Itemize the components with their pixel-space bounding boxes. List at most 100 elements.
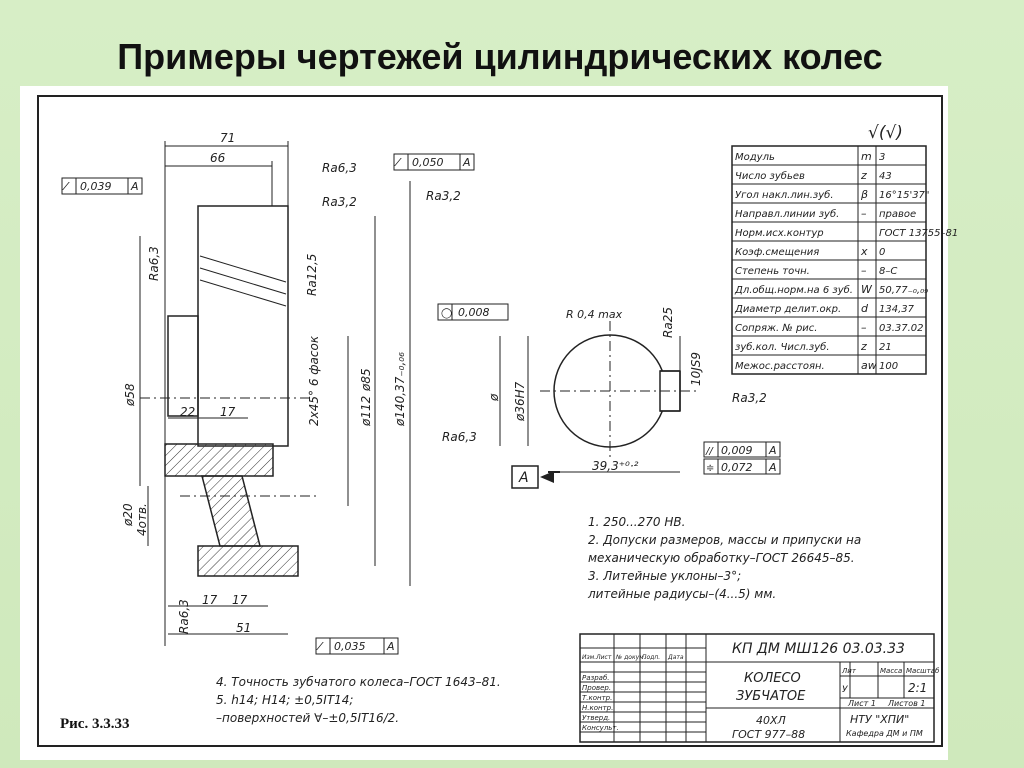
tol2-ref: A [462,156,471,169]
title-block-role-label: Консульт. [582,724,619,732]
gear-table-cell: m [861,150,872,163]
dim-d20: ø20 [121,503,135,527]
bore-view [499,321,700,473]
scale-label: Масштаб [906,667,940,675]
gear-table-cell: Дл.общ.норм.на 6 зуб. [734,284,853,296]
title-block-role-label: Т.контр. [582,694,612,702]
scale-value: 2:1 [908,681,927,695]
title-block-header-label: Подп. [642,654,660,661]
note-line: 4. Точность зубчатого колеса–ГОСТ 1643–8… [216,675,501,689]
tolerance-frame-2: ⁄ 0,050 A [393,153,475,171]
gear-table-cell: Норм.исх.контур [735,228,824,239]
gear-table-cell: ГОСТ 13755–81 [879,228,958,239]
gear-table-cell: 100 [879,361,898,372]
tol3-value: 0,035 [334,640,366,653]
dim-d85: ø85 [359,368,373,392]
note-line: 3. Литейные уклоны–3°; [588,569,741,583]
y-mark: У [842,685,848,695]
title-block-role-label: Утверд. [582,714,610,722]
roughness-ra32-right: Ra3,2 [426,189,461,203]
note-line: литейные радиусы–(4...5) мм. [587,587,776,601]
part-name-line1: КОЛЕСО [744,671,801,686]
cylindricity-frame: ◯ 0,008 [437,303,509,321]
note-line: 5. h14; H14; ±0,5IT14; [216,693,353,707]
roughness-ra63-mid: Ra6,3 [442,430,477,444]
sheet-count: Листов 1 [887,699,926,708]
technical-notes: 1. 250...270 HB. 2. Допуски размеров, ма… [587,515,861,601]
dim-d112: ø112 [359,396,373,427]
roughness-ra25: Ra25 [661,307,675,338]
gear-table-cell: x [860,245,868,258]
gear-table-cell: 50,77₋₀,₀₉ [879,285,928,296]
svg-text:⁄: ⁄ [316,640,324,653]
gear-table-cell: z [860,169,867,182]
gear-table-cell: 03.37.02 [879,323,924,334]
chamfer-note: 2x45° 6 фасок [307,335,321,426]
roughness-ra63-left: Ra6,3 [147,246,161,281]
parallelism-ref: A [768,444,777,457]
sheet-number: Лист 1 [847,699,876,708]
gear-table-cell: d [861,302,869,315]
note-line: 2. Допуски размеров, массы и припуски на [588,533,861,547]
title-block-header-label: Дата [667,654,684,661]
figure-caption: Рис. 3.3.33 [60,716,130,732]
dim-d36h7: ø36H7 [513,381,527,422]
mass-label: Масса [880,667,902,675]
dim-d58: ø58 [123,383,137,407]
dim-d140: ø140,37₋₀,₀₆ [393,352,407,427]
title-block-header-label: Изм.Лист [582,654,612,661]
surface-finish-symbol: √(√) [868,123,903,143]
gear-table-cell: – [861,207,867,220]
roughness-ra63-bottom: Ra6,3 [177,599,191,634]
dim-22: 22 [180,405,195,419]
dim-66: 66 [210,151,226,165]
tol1-ref: A [130,180,139,193]
gear-table-cell: 43 [879,171,892,182]
roughness-ra32-keyway: Ra3,2 [732,391,767,405]
parallelism-value: 0,009 [721,444,753,457]
cylindricity-value: 0,008 [458,306,490,319]
symmetry-symbol: ≑ [706,463,714,474]
roughness-ra32-top: Ra3,2 [322,195,357,209]
dim-17b: 17 [202,593,218,607]
gear-table-cell: aw [861,359,877,372]
parallelism-frame: // 0,009 A [703,441,781,458]
slide-title: Примеры чертежей цилиндрических колес [117,36,883,77]
engineering-drawing: √(√) [20,86,958,760]
gear-table-cell: Модуль [735,152,775,163]
svg-text:⁄: ⁄ [62,180,70,193]
cylindricity-symbol: ◯ [441,308,452,319]
doc-number: КП ДМ МШ126 03.03.33 [732,641,905,657]
gear-table-cell: Сопряж. № рис. [735,323,817,334]
radius-note: R 0,4 max [566,308,623,321]
org-department: Кафедра ДМ и ПМ [846,729,923,738]
datum-letter: A [518,470,529,486]
roughness-ra63-top: Ra6,3 [322,161,357,175]
tolerance-frame-3: ⁄ 0,035 A [315,637,399,655]
title-block-role-label: Н.контр. [582,704,613,712]
drawing-svg: √(√) [37,95,958,747]
gear-table-cell: 21 [879,342,892,353]
note-line: –поверхностей ∀–±0,5IT16/2. [216,711,399,725]
title-block-role-label: Разраб. [582,674,610,682]
gear-table-cell: зуб.кол. Числ.зуб. [735,341,830,353]
keyway-dim: 10JS9 [689,352,703,386]
gear-table-cell: 3 [879,152,885,163]
gear-table-cell: W [861,283,873,296]
title-block-header-label: № докум. [615,654,646,661]
tol2-value: 0,050 [412,156,444,169]
lit-label: Лит [841,667,857,675]
gear-table-cell: β [860,188,868,201]
bore-diam-symbol: ø [487,393,501,402]
title-block-role-label: Провер. [582,684,611,692]
symmetry-ref: A [768,461,777,474]
dim-71: 71 [220,131,235,145]
dim-17c: 17 [232,593,248,607]
part-name-line2: ЗУБЧАТОЕ [736,689,806,704]
gear-table-cell: z [860,340,867,353]
dim-39-3: 39,3⁺⁰·² [592,459,639,473]
datum-a: A [511,465,554,489]
gear-table-cell: 16°15'37" [879,190,930,201]
